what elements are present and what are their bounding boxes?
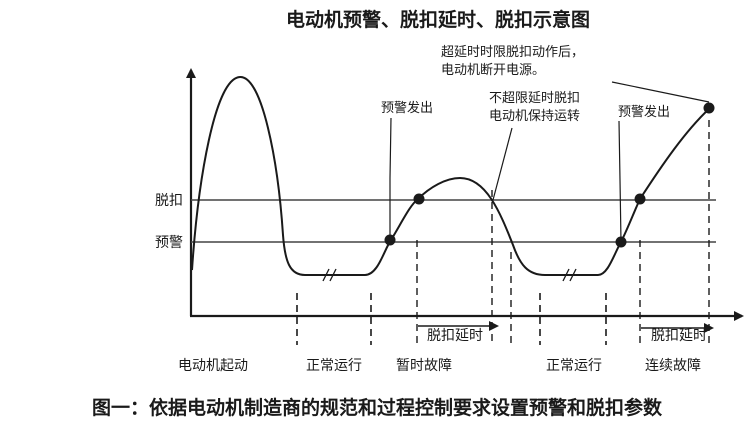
- delay-label-2: 脱扣延时: [651, 328, 707, 344]
- trip-point-2: [634, 193, 646, 205]
- warning-level-label: 预警: [155, 235, 183, 251]
- figure-caption: 图一：依据电动机制造商的规范和过程控制要求设置预警和脱扣参数: [92, 396, 663, 419]
- phase-label-start: 电动机起动: [178, 358, 248, 374]
- phase-label-normal-1: 正常运行: [306, 358, 362, 374]
- phase-label-normal-2: 正常运行: [546, 358, 602, 374]
- trip-point-1: [413, 193, 425, 205]
- leader-warning-2: [618, 120, 622, 243]
- trip-level-label: 脱扣: [155, 193, 183, 209]
- annotation-no-trip-line1: 不超限延时脱扣: [489, 91, 580, 106]
- leader-trip-action: [611, 81, 710, 103]
- break-mark-1b: [329, 268, 337, 282]
- phase-label-temp-fault: 暂时故障: [396, 358, 452, 374]
- annotation-no-trip-line2: 电动机保持运转: [489, 109, 580, 124]
- annotation-after-trip-line1: 超延时时限脱扣动作后，: [441, 45, 584, 60]
- annotation-after-trip-line2: 电动机断开电源。: [441, 63, 545, 78]
- delay-label-1: 脱扣延时: [427, 328, 483, 344]
- phase-label-cont-fault: 连续故障: [645, 357, 701, 374]
- annotation-warning-issued-1: 预警发出: [381, 100, 433, 116]
- diagram-title: 电动机预警、脱扣延时、脱扣示意图: [286, 8, 590, 31]
- break-mark-2b: [569, 268, 577, 282]
- break-mark-2a: [562, 268, 570, 282]
- trip-action-point: [703, 102, 715, 114]
- leader-warning-1: [389, 117, 392, 240]
- break-mark-1a: [322, 268, 330, 282]
- leader-no-trip: [492, 127, 513, 201]
- annotation-warning-issued-2: 预警发出: [618, 104, 670, 120]
